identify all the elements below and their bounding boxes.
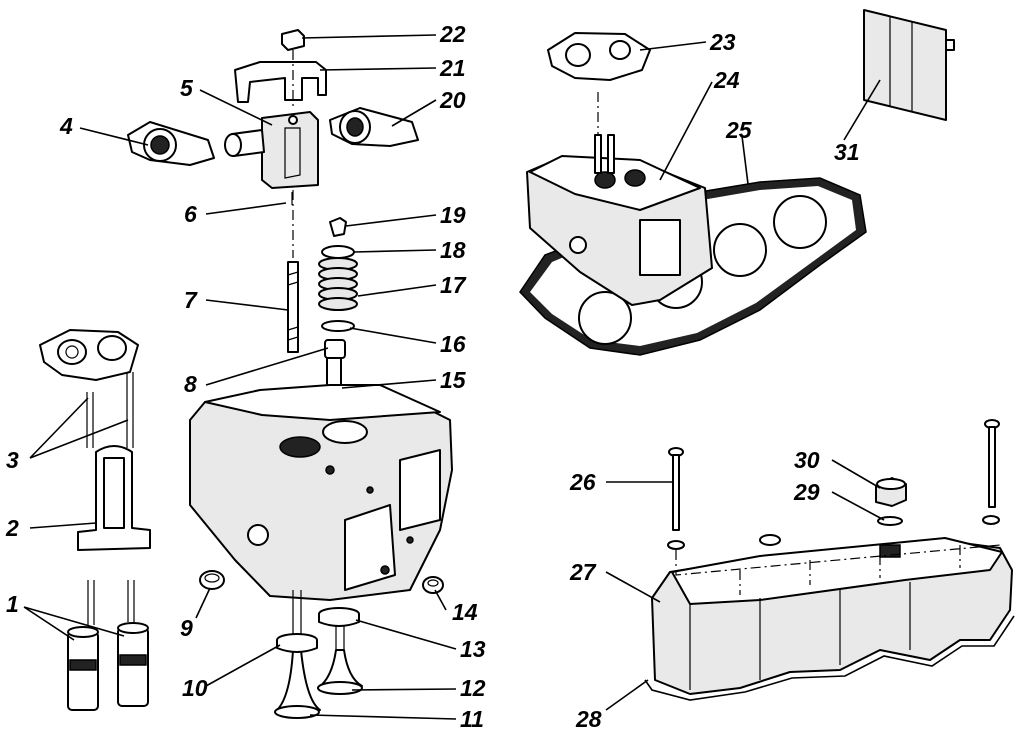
valve-seal-part-8 (324, 339, 346, 359)
leader-19 (345, 214, 437, 227)
spring-retainer-part-18 (321, 245, 355, 259)
callout-14: 14 (452, 599, 478, 625)
callout-3: 3 (6, 447, 19, 473)
callout-26: 26 (569, 469, 596, 495)
nut-part-22 (281, 29, 305, 51)
leader-25 (741, 135, 749, 185)
valve-spring-stack (318, 217, 358, 409)
cylinder-head (189, 384, 453, 601)
rocker-arm-part-20 (329, 107, 419, 147)
leader-9 (195, 587, 211, 619)
leader-5 (199, 89, 273, 126)
spring-seat-part-16 (321, 320, 355, 332)
collet-part-19 (329, 217, 347, 237)
leader-24 (659, 81, 713, 181)
callout-9: 9 (180, 615, 193, 641)
callout-31: 31 (834, 139, 860, 165)
leader-7 (205, 299, 289, 311)
cover-axis-lines (675, 544, 1001, 595)
rocker-cover-part-27 (651, 534, 1013, 695)
callout-17: 17 (440, 272, 467, 298)
callout-24: 24 (713, 67, 740, 93)
bolt-part-26-left (667, 447, 685, 550)
leader-8 (205, 347, 329, 386)
leader-30 (831, 459, 881, 489)
callout-29: 29 (793, 479, 820, 505)
valve-seat-part-13 (318, 607, 360, 627)
leader-15 (341, 379, 437, 389)
leader-lines (23, 34, 885, 720)
plug-part-14 (422, 576, 444, 594)
leader-28 (605, 679, 649, 711)
callout-4: 4 (59, 113, 73, 139)
pushrods-part-3 (86, 372, 134, 448)
callout-7: 7 (184, 287, 198, 313)
leader-22 (301, 34, 437, 39)
leader-29 (831, 491, 885, 521)
leader-27 (605, 571, 661, 603)
side-panel-part-31 (863, 9, 955, 121)
leader-12 (351, 688, 457, 691)
callout-11: 11 (460, 706, 484, 732)
leader-21 (319, 67, 437, 71)
lower-pushrods (87, 580, 135, 625)
callout-10: 10 (182, 675, 208, 701)
callout-15: 15 (440, 367, 467, 393)
callout-6: 6 (184, 201, 197, 227)
callout-23: 23 (709, 29, 736, 55)
callout-13: 13 (460, 636, 486, 662)
callout-labels: 1 2 3 4 5 6 7 8 9 10 11 12 13 14 15 16 1… (5, 21, 860, 732)
callout-5: 5 (180, 75, 194, 101)
leader-4 (79, 127, 149, 146)
callout-2: 2 (5, 515, 19, 541)
stud-part-7 (287, 261, 299, 353)
rocker-support-part-5 (261, 111, 319, 189)
callout-21: 21 (439, 55, 466, 81)
leader-6 (205, 202, 287, 215)
callout-20: 20 (439, 87, 466, 113)
intake-valve-part-12 (317, 610, 363, 695)
leader-17 (357, 284, 437, 297)
leader-1 (23, 606, 125, 641)
callout-27: 27 (569, 559, 597, 585)
callout-1: 1 (6, 591, 19, 617)
cover-gasket-part-28 (644, 615, 1015, 701)
valve-seat-part-10 (276, 633, 318, 653)
leader-31 (843, 79, 881, 141)
callout-25: 25 (725, 117, 753, 143)
callout-22: 22 (439, 21, 466, 47)
leader-18 (353, 249, 437, 253)
rocker-assembly-small (39, 329, 139, 381)
leader-16 (349, 327, 437, 344)
callout-12: 12 (460, 675, 486, 701)
seal-ring-part-29 (877, 516, 903, 526)
oil-cap-part-30 (875, 477, 907, 507)
rocker-arm-part-4 (127, 121, 265, 166)
callout-19: 19 (440, 202, 466, 228)
callout-16: 16 (440, 331, 466, 357)
callout-18: 18 (440, 237, 466, 263)
tappet-guide-bridge-part-2 (77, 445, 151, 551)
leader-2 (29, 522, 97, 529)
spring-clip-part-21 (234, 61, 327, 103)
leader-11 (309, 714, 457, 720)
leader-10 (205, 644, 281, 687)
rocker-assembly-part-23 (547, 32, 651, 81)
tappets-part-1 (67, 622, 149, 711)
exhaust-valve-part-11 (274, 590, 321, 719)
callout-30: 30 (794, 447, 820, 473)
leader-14 (434, 589, 447, 611)
leader-3 (29, 397, 129, 459)
cylinder-head-assembly-part-24 (526, 134, 713, 306)
callout-28: 28 (575, 706, 602, 732)
leader-23 (639, 41, 707, 51)
callout-8: 8 (184, 371, 197, 397)
bolt-right (982, 419, 1000, 525)
leader-13 (355, 619, 457, 650)
leader-20 (391, 99, 437, 127)
plug-part-9 (199, 570, 225, 590)
